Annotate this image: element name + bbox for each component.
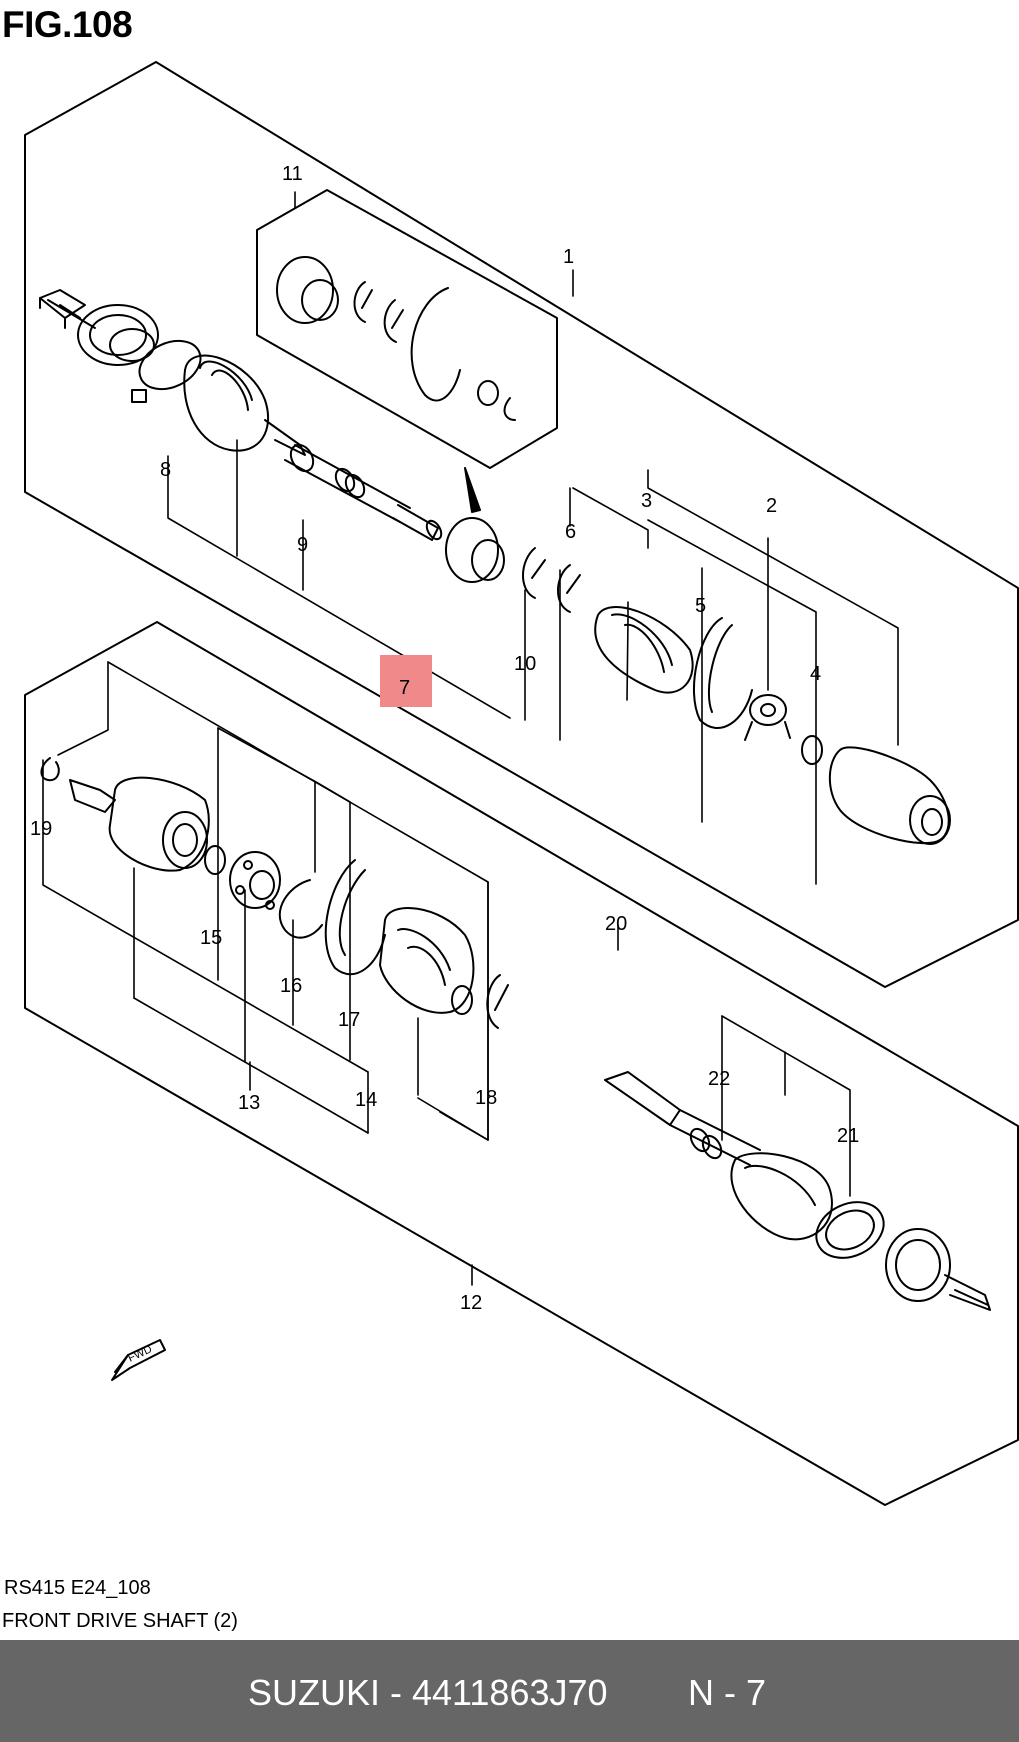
outer-cv-joint-upper: [39, 289, 159, 366]
callout-22: 22: [708, 1068, 730, 1090]
callout-11: 11: [282, 163, 303, 185]
inner-housing-lower: [69, 776, 210, 872]
outer-housing-upper: [828, 746, 951, 845]
arrow-marker: [464, 467, 481, 513]
section-name: FRONT DRIVE SHAFT (2): [2, 1610, 238, 1632]
fwd-arrow-icon: [111, 1339, 166, 1381]
leader-lines-upper: [167, 191, 899, 885]
fwd-label: FWD: [126, 1343, 154, 1364]
callout-7: 7: [399, 677, 410, 699]
inner-ring-10: [445, 517, 581, 613]
highlight-box-7: [380, 655, 432, 707]
figure-title: FIG.108: [2, 4, 133, 45]
callout-2: 2: [766, 495, 777, 517]
boot-upper-inner: [594, 606, 694, 694]
clamp-5: [692, 617, 753, 730]
clamp-18: [486, 974, 509, 1029]
callout-12: 12: [460, 1292, 482, 1314]
shaft-lower: [604, 1071, 761, 1166]
callout-14: 14: [355, 1089, 377, 1111]
assembly-frame-lower: [24, 621, 1019, 1506]
callout-18: 18: [475, 1087, 497, 1109]
footer-page-ref: N - 7: [688, 1672, 767, 1713]
callout-8: 8: [160, 459, 171, 481]
callout-13: 13: [238, 1092, 260, 1114]
leader-lines-lower: [42, 661, 851, 1286]
ring-8: [131, 339, 202, 403]
callout-9: 9: [297, 534, 308, 556]
callout-21: 21: [837, 1125, 859, 1147]
circlip-16: [278, 879, 323, 939]
callout-5: 5: [695, 595, 706, 617]
callout-6: 6: [565, 521, 576, 543]
snap-ring-4: [801, 735, 823, 765]
callout-4: 4: [810, 663, 821, 685]
shaft-upper: [284, 443, 443, 541]
kit-frame-11: [256, 189, 558, 469]
callout-15: 15: [200, 927, 222, 949]
boot-lower-inner: [379, 907, 475, 1015]
outer-cv-joint-lower: [885, 1228, 991, 1311]
callout-17: 17: [338, 1009, 360, 1031]
ball-cage-13: [229, 851, 281, 910]
clamp-17: [324, 859, 386, 976]
snap-ring-19: [40, 757, 60, 782]
boot-upper-outer: [183, 354, 306, 456]
callout-19: 19: [30, 818, 52, 840]
kit-parts-11: [276, 256, 516, 421]
model-code: RS415 E24_108: [4, 1577, 151, 1599]
ring-15: [204, 845, 226, 875]
callout-1: 1: [563, 246, 574, 268]
assembly-frame-upper: [24, 61, 1019, 988]
callout-10: 10: [514, 653, 536, 675]
exploded-parts-diagram: FWD 1 2 3 4 5 6 7 8 9 10 11 12 13 14 15 …: [24, 61, 1019, 1506]
callout-3: 3: [641, 490, 652, 512]
footer-part-number: SUZUKI - 4411863J70: [248, 1672, 608, 1713]
tripod-joint: [744, 694, 791, 741]
footer-bar: SUZUKI - 4411863J70 N - 7: [0, 1640, 1019, 1742]
callout-20: 20: [605, 913, 627, 935]
boot-lower-outer: [730, 1152, 833, 1241]
callout-16: 16: [280, 975, 302, 997]
ring-21: [815, 1201, 885, 1259]
